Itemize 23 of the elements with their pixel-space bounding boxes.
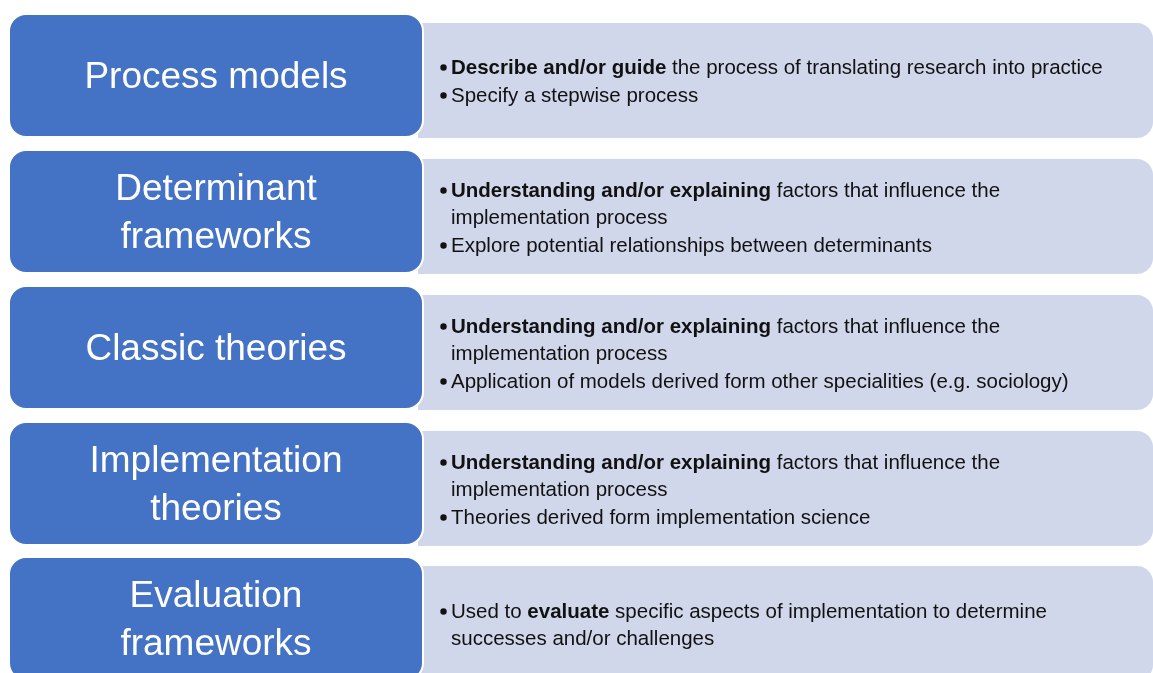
category-box: [8, 149, 424, 274]
description-panel: [418, 295, 1153, 410]
bullet-text: Theories derived form implementation science: [451, 503, 871, 530]
bullet-text: Used to evaluate specific aspects of implementation to determine successes and/or challenges: [451, 597, 1048, 651]
bullet-text: Application of models derived form other specialities (e.g. sociology): [451, 367, 1069, 394]
category-box: [8, 556, 424, 673]
bullet-text: Understanding and/or explaining factors that influence the implementation process: [451, 312, 1002, 366]
description-panel: [418, 23, 1153, 138]
category-title: Classic theories: [84, 325, 348, 370]
category-title: Evaluation frameworks: [119, 572, 313, 665]
bullet-text: Understanding and/or explaining factors that influence the implementation process: [451, 448, 1002, 502]
description-panel: [418, 431, 1153, 546]
category-title: Process models: [83, 53, 349, 98]
category-title: Implementation theories: [88, 437, 344, 530]
category-box: [8, 13, 424, 138]
bullet-text: Understanding and/or explaining factors that influence the implementation process: [451, 176, 1002, 230]
bullet-text: Describe and/or guide the process of translating research into practice: [451, 54, 1103, 80]
bullet-text: Explore potential relationships between determinants: [451, 231, 932, 258]
bullet-text: Specify a stepwise process: [451, 82, 699, 108]
category-box: [8, 285, 424, 410]
category-box: [8, 421, 424, 546]
description-panel: [418, 159, 1153, 274]
category-title: Determinant frameworks: [114, 165, 318, 258]
